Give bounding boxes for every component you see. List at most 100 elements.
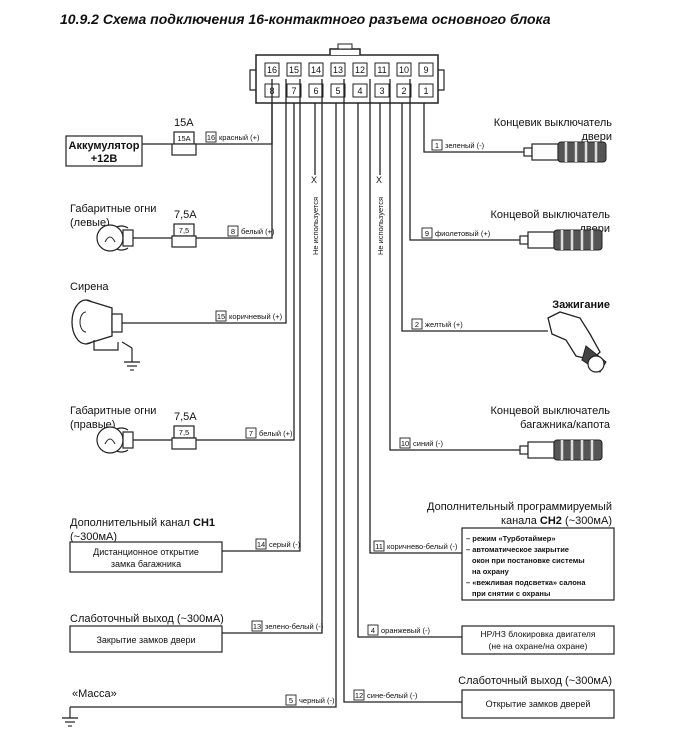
ignition: Зажигание (547, 299, 610, 373)
svg-text:– режим «Турботаймер»: – режим «Турботаймер» (466, 534, 556, 543)
not-used-label-6: Не используется (311, 197, 320, 255)
svg-text:Концевой выключатель: Концевой выключатель (491, 405, 611, 417)
wire-color: синий (-) (413, 439, 444, 448)
svg-text:15А: 15А (177, 134, 190, 143)
svg-text:(не на охране/на охране): (не на охране/на охране) (489, 641, 588, 651)
wire-number: 15 (217, 312, 225, 321)
connector-pin-11: 11 (374, 62, 390, 77)
pin-number: 3 (379, 86, 384, 96)
low-current-output-2: Слаботочный выход (~300мА) Открытие замк… (458, 675, 615, 719)
svg-text:при снятии с охраны: при снятии с охраны (472, 589, 550, 598)
svg-text:Закрытие замков двери: Закрытие замков двери (96, 635, 195, 645)
svg-text:7,5: 7,5 (179, 226, 189, 235)
wire-color: зелено-белый (-) (265, 622, 324, 631)
svg-text:Дополнительный канал CH1: Дополнительный канал CH1 (70, 517, 215, 529)
svg-text:Концевик выключатель: Концевик выключатель (494, 117, 613, 129)
wire-color: оранжевый (-) (381, 626, 430, 635)
connector-pin-1: 1 (418, 83, 434, 98)
channel-ch1: Дополнительный канал CH1 (~300мА) Дистан… (69, 517, 223, 573)
connector-pin-2: 2 (396, 83, 412, 98)
wire-color: сине-белый (-) (367, 691, 418, 700)
cross-mark-6: X (311, 175, 317, 185)
svg-text:замка багажника: замка багажника (111, 559, 181, 569)
ignition-switch-icon (547, 311, 607, 373)
left-lights: Габаритные огни (левые) (70, 203, 172, 252)
svg-text:«Масса»: «Масса» (72, 688, 117, 700)
wire-number: 16 (207, 133, 215, 142)
svg-text:Открытие замков дверей: Открытие замков дверей (486, 699, 591, 709)
wire-number: 5 (289, 696, 293, 705)
svg-text:Габаритные огни: Габаритные огни (70, 203, 156, 215)
trunk-switch-icon (519, 439, 603, 461)
wire-number: 8 (231, 227, 235, 236)
svg-text:15А: 15А (174, 117, 194, 129)
svg-text:канала CH2 (~300мА): канала CH2 (~300мА) (501, 515, 612, 527)
svg-text:Дополнительный программируемый: Дополнительный программируемый (427, 501, 612, 513)
door-switch-2: Концевой выключатель двери (491, 209, 611, 251)
connector-pin-10: 10 (396, 62, 412, 77)
fuse-15a-icon: 15А 15А (171, 117, 197, 156)
wire-label-16: 16 красный (+) (205, 131, 260, 143)
svg-text:Габаритные огни: Габаритные огни (70, 405, 156, 417)
svg-text:Концевой выключатель: Концевой выключатель (491, 209, 611, 221)
siren-icon (71, 299, 133, 351)
wire-color: белый (+) (241, 227, 275, 236)
door-switch-icon (519, 229, 603, 251)
pin-number: 16 (267, 65, 277, 75)
svg-text:на охрану: на охрану (472, 567, 510, 576)
pin-number: 11 (377, 65, 386, 75)
trunk-switch: Концевой выключатель багажника/капота (491, 405, 611, 461)
svg-text:– «вежливая подсветка» салона: – «вежливая подсветка» салона (466, 578, 586, 587)
wire-number: 13 (253, 622, 261, 631)
wire-color: желтый (+) (425, 320, 463, 329)
siren: Сирена (70, 281, 140, 371)
wire-label-11: 11 коричнево-белый (-) (373, 540, 458, 552)
wire-color: коричнево-белый (-) (387, 542, 458, 551)
svg-text:двери: двери (581, 131, 612, 143)
connector-pin-5: 5 (330, 83, 346, 98)
connector-pin-4: 4 (352, 83, 368, 98)
svg-text:Аккумулятор: Аккумулятор (69, 140, 140, 152)
connector-pin-15: 15 (286, 62, 302, 77)
pin-number: 4 (357, 86, 362, 96)
engine-block: НР/НЗ блокировка двигателя (не на охране… (461, 625, 615, 655)
svg-text:Слаботочный выход (~300мА): Слаботочный выход (~300мА) (70, 613, 224, 625)
door-switch-1: Концевик выключатель двери (494, 117, 613, 163)
wire-color: зеленый (-) (445, 141, 485, 150)
wire-color: красный (+) (219, 133, 260, 142)
svg-text:+12В: +12В (91, 153, 118, 165)
svg-text:7,5А: 7,5А (174, 209, 197, 221)
svg-text:(~300мА): (~300мА) (70, 531, 117, 543)
right-lights: Габаритные огни (правые) (70, 405, 172, 454)
svg-text:Сирена: Сирена (70, 281, 109, 293)
door-switch-icon (523, 141, 607, 163)
wire-color: фиолетовый (+) (435, 229, 491, 238)
svg-text:Слаботочный выход (~300мА): Слаботочный выход (~300мА) (458, 675, 612, 687)
pin-number: 10 (399, 65, 409, 75)
pin-number: 1 (423, 86, 428, 96)
wire-number: 4 (371, 626, 375, 635)
ground-icon-siren (124, 348, 140, 371)
bulb-icon (96, 426, 134, 454)
wire-color: серый (-) (269, 540, 301, 549)
wire-number: 12 (355, 691, 363, 700)
ground-icon (62, 707, 78, 727)
pin-number: 2 (401, 86, 406, 96)
connector-pin-7: 7 (286, 83, 302, 98)
connector-pin-14: 14 (308, 62, 324, 77)
wire-label-8: 8 белый (+) (227, 225, 275, 237)
wire-number: 11 (375, 542, 383, 551)
connector-pin-9: 9 (418, 62, 434, 77)
connector-pin-13: 13 (330, 62, 346, 77)
wires (70, 79, 548, 708)
channel-ch2: Дополнительный программируемый канала CH… (427, 501, 615, 601)
